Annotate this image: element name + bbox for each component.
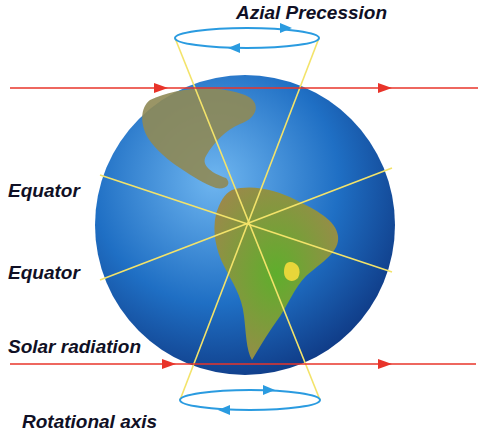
arrowhead	[280, 23, 292, 33]
equator-line	[100, 168, 392, 280]
equator-label: Equator	[8, 262, 80, 284]
rotation-ellipse	[180, 390, 320, 410]
equator-label: Equator	[8, 180, 80, 202]
arrowhead	[228, 43, 240, 53]
continent	[214, 188, 338, 360]
arrowhead	[154, 83, 168, 93]
arrowhead	[378, 83, 392, 93]
arrowhead	[218, 405, 230, 415]
globe	[95, 75, 395, 375]
cone-line	[180, 38, 319, 400]
arrowhead	[162, 359, 176, 369]
precession-ellipse	[175, 28, 319, 48]
precession-label: Azial Precession	[236, 2, 387, 24]
continent	[142, 89, 256, 189]
radiation-label: Solar radiation	[8, 336, 141, 358]
radiation-line	[10, 363, 476, 365]
radiation-line	[10, 87, 478, 89]
arrowhead	[378, 359, 392, 369]
arrowhead	[263, 385, 275, 395]
cone-line	[175, 38, 320, 400]
region	[284, 262, 300, 281]
axis-label: Rotational axis	[22, 411, 157, 433]
